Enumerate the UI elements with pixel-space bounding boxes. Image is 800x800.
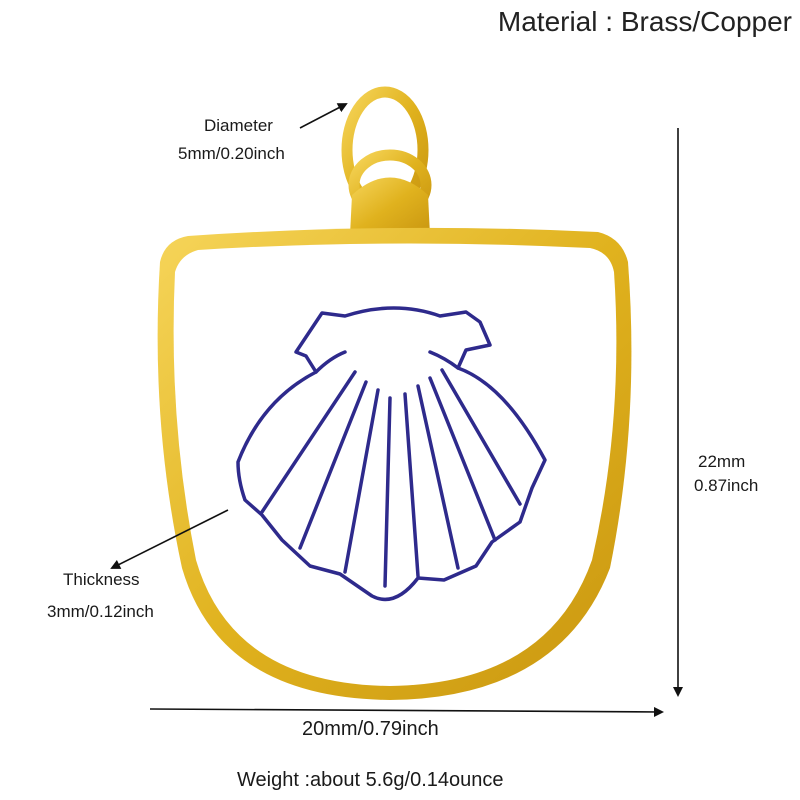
width-value: 20mm/0.79inch [302,718,439,740]
height-inch-value: 0.87inch [694,476,759,495]
thickness-label: Thickness [63,570,140,589]
material-label: Material : Brass/Copper [497,6,792,37]
diameter-value: 5mm/0.20inch [178,144,285,163]
shell-pendant-icon [157,227,632,701]
diameter-label: Diameter [204,116,273,135]
weight-label: Weight :about 5.6g/0.14ounce [237,769,504,791]
width-arrow [149,706,664,717]
thickness-value: 3mm/0.12inch [47,602,154,621]
diameter-arrow [299,103,348,129]
pendant-bail [350,177,430,235]
thickness-arrow [110,509,229,569]
height-mm-value: 22mm [698,452,746,471]
